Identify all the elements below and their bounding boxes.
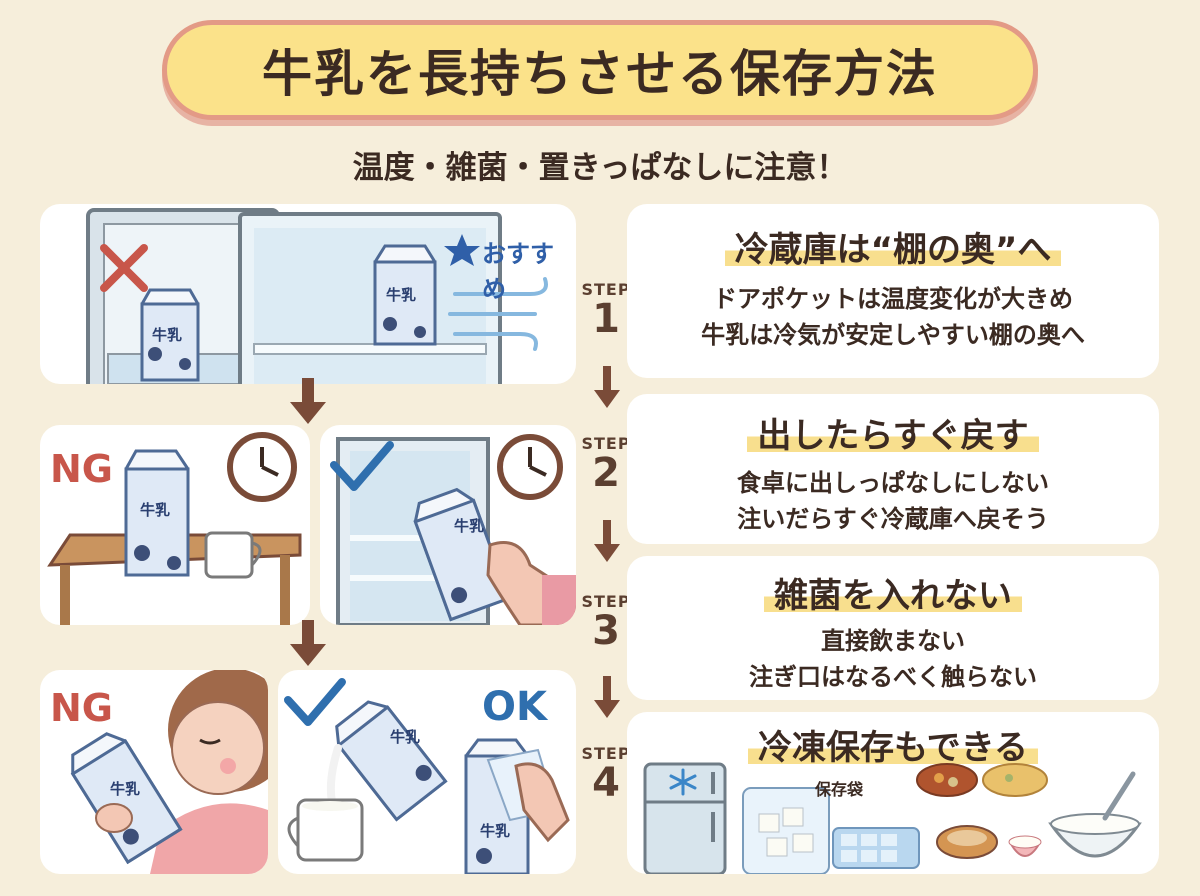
step-arrow-icon (594, 520, 620, 562)
page-subtitle: 温度・雑菌・置きっぱなしに注意！ (352, 150, 848, 186)
step-text-2a: 食卓に出しっぱなしにしない (737, 469, 1049, 497)
milk-carton-table (124, 449, 190, 577)
fridge-return-panel: 牛乳 (320, 425, 576, 625)
clock-icon (497, 434, 563, 500)
page-title: 牛乳を長持ちさせる保存方法 (262, 45, 938, 103)
step-heading-3: 雑菌を入れない (764, 568, 1022, 617)
drinking-scene (70, 670, 268, 874)
table-scene (47, 432, 302, 625)
clock-icon (227, 432, 297, 502)
ice-tray-icon (832, 827, 920, 869)
dessert-cup-icon (1008, 835, 1042, 857)
check-icon (284, 678, 346, 726)
star-icon (444, 234, 480, 266)
carton-label-wipe: 牛乳 (480, 822, 511, 840)
carton-label-shelf: 牛乳 (386, 286, 417, 304)
freezer-scene (643, 762, 1142, 874)
fridge-illustration-panel: 牛乳 牛乳 おすすめ (40, 204, 576, 384)
step-heading-2: 出したらすぐ戻す (747, 408, 1039, 457)
step-card-4: 冷凍保存もできる (627, 712, 1159, 874)
pouring-scene (284, 678, 570, 874)
step-heading-1: 冷蔵庫は“棚の奥”へ (724, 222, 1062, 271)
step-text-1a: ドアポケットは温度変化が大きめ (713, 285, 1073, 313)
stew-bowl-icon (916, 763, 978, 797)
snowflake-icon (669, 768, 697, 796)
step-heading-4: 冷凍保存もできる (748, 720, 1038, 769)
soup-bowl-icon (936, 825, 998, 859)
cross-icon (100, 244, 148, 292)
step-text-3b: 注ぎ口はなるべく触らない (749, 663, 1037, 691)
drinking-ng-panel: NG 牛乳 (40, 670, 268, 874)
carton-label-door: 牛乳 (152, 326, 183, 344)
table-ng-panel: NG 牛乳 (40, 425, 310, 625)
milk-carton-door (140, 288, 200, 382)
pouring-ok-panel: OK 牛乳 牛乳 (278, 670, 576, 874)
ng-label-table: NG (50, 447, 113, 491)
freezer-fridge-icon (643, 762, 727, 874)
step-text-2b: 注いだらすぐ冷蔵庫へ戻そう (737, 505, 1049, 533)
freezer-bag-icon (742, 787, 830, 874)
fridge-return-scene (330, 434, 576, 625)
step-text-1b: 牛乳は冷気が安定しやすい棚の奥へ (701, 321, 1085, 349)
arrow-down-icon (290, 620, 326, 666)
step-arrow-icon (594, 676, 620, 718)
cup-icon (204, 531, 262, 579)
ok-label: OK (482, 684, 547, 730)
mixing-bowl-icon (1048, 771, 1142, 858)
milk-carton-hand (413, 487, 512, 622)
step-arrow-icon (594, 366, 620, 408)
fridge-scene (86, 208, 548, 384)
check-icon (330, 441, 394, 491)
arrow-down-icon (290, 378, 326, 424)
step-card-3: 雑菌を入れない 直接飲まない 注ぎ口はなるべく触らない (627, 556, 1159, 700)
hand-icon (514, 762, 570, 843)
carton-label-drink: 牛乳 (110, 780, 141, 798)
carton-label-table: 牛乳 (140, 501, 171, 519)
title-banner: 牛乳を長持ちさせる保存方法 (162, 20, 1038, 120)
recommend-label: おすすめ (482, 240, 554, 303)
step-marker-3: STEP 3 (581, 592, 631, 654)
step-marker-1: STEP 1 (581, 280, 631, 342)
step-card-1: 冷蔵庫は“棚の奥”へ ドアポケットは温度変化が大きめ 牛乳は冷気が安定しやすい棚… (627, 204, 1159, 378)
milk-carton-pour (335, 700, 448, 822)
freezer-bag-label: 保存袋 (815, 780, 864, 799)
milk-carton-shelf (373, 244, 437, 346)
carton-label-hand: 牛乳 (454, 517, 485, 535)
ng-label-drink: NG (50, 686, 113, 730)
step-card-2: 出したらすぐ戻す 食卓に出しっぱなしにしない 注いだらすぐ冷蔵庫へ戻そう (627, 394, 1159, 544)
step-marker-2: STEP 2 (581, 434, 631, 496)
gratin-dish-icon (982, 763, 1048, 797)
carton-label-pour: 牛乳 (390, 728, 421, 746)
step-marker-4: STEP 4 (581, 744, 631, 806)
cup-icon (287, 798, 364, 862)
step-text-3a: 直接飲まない (821, 627, 965, 655)
